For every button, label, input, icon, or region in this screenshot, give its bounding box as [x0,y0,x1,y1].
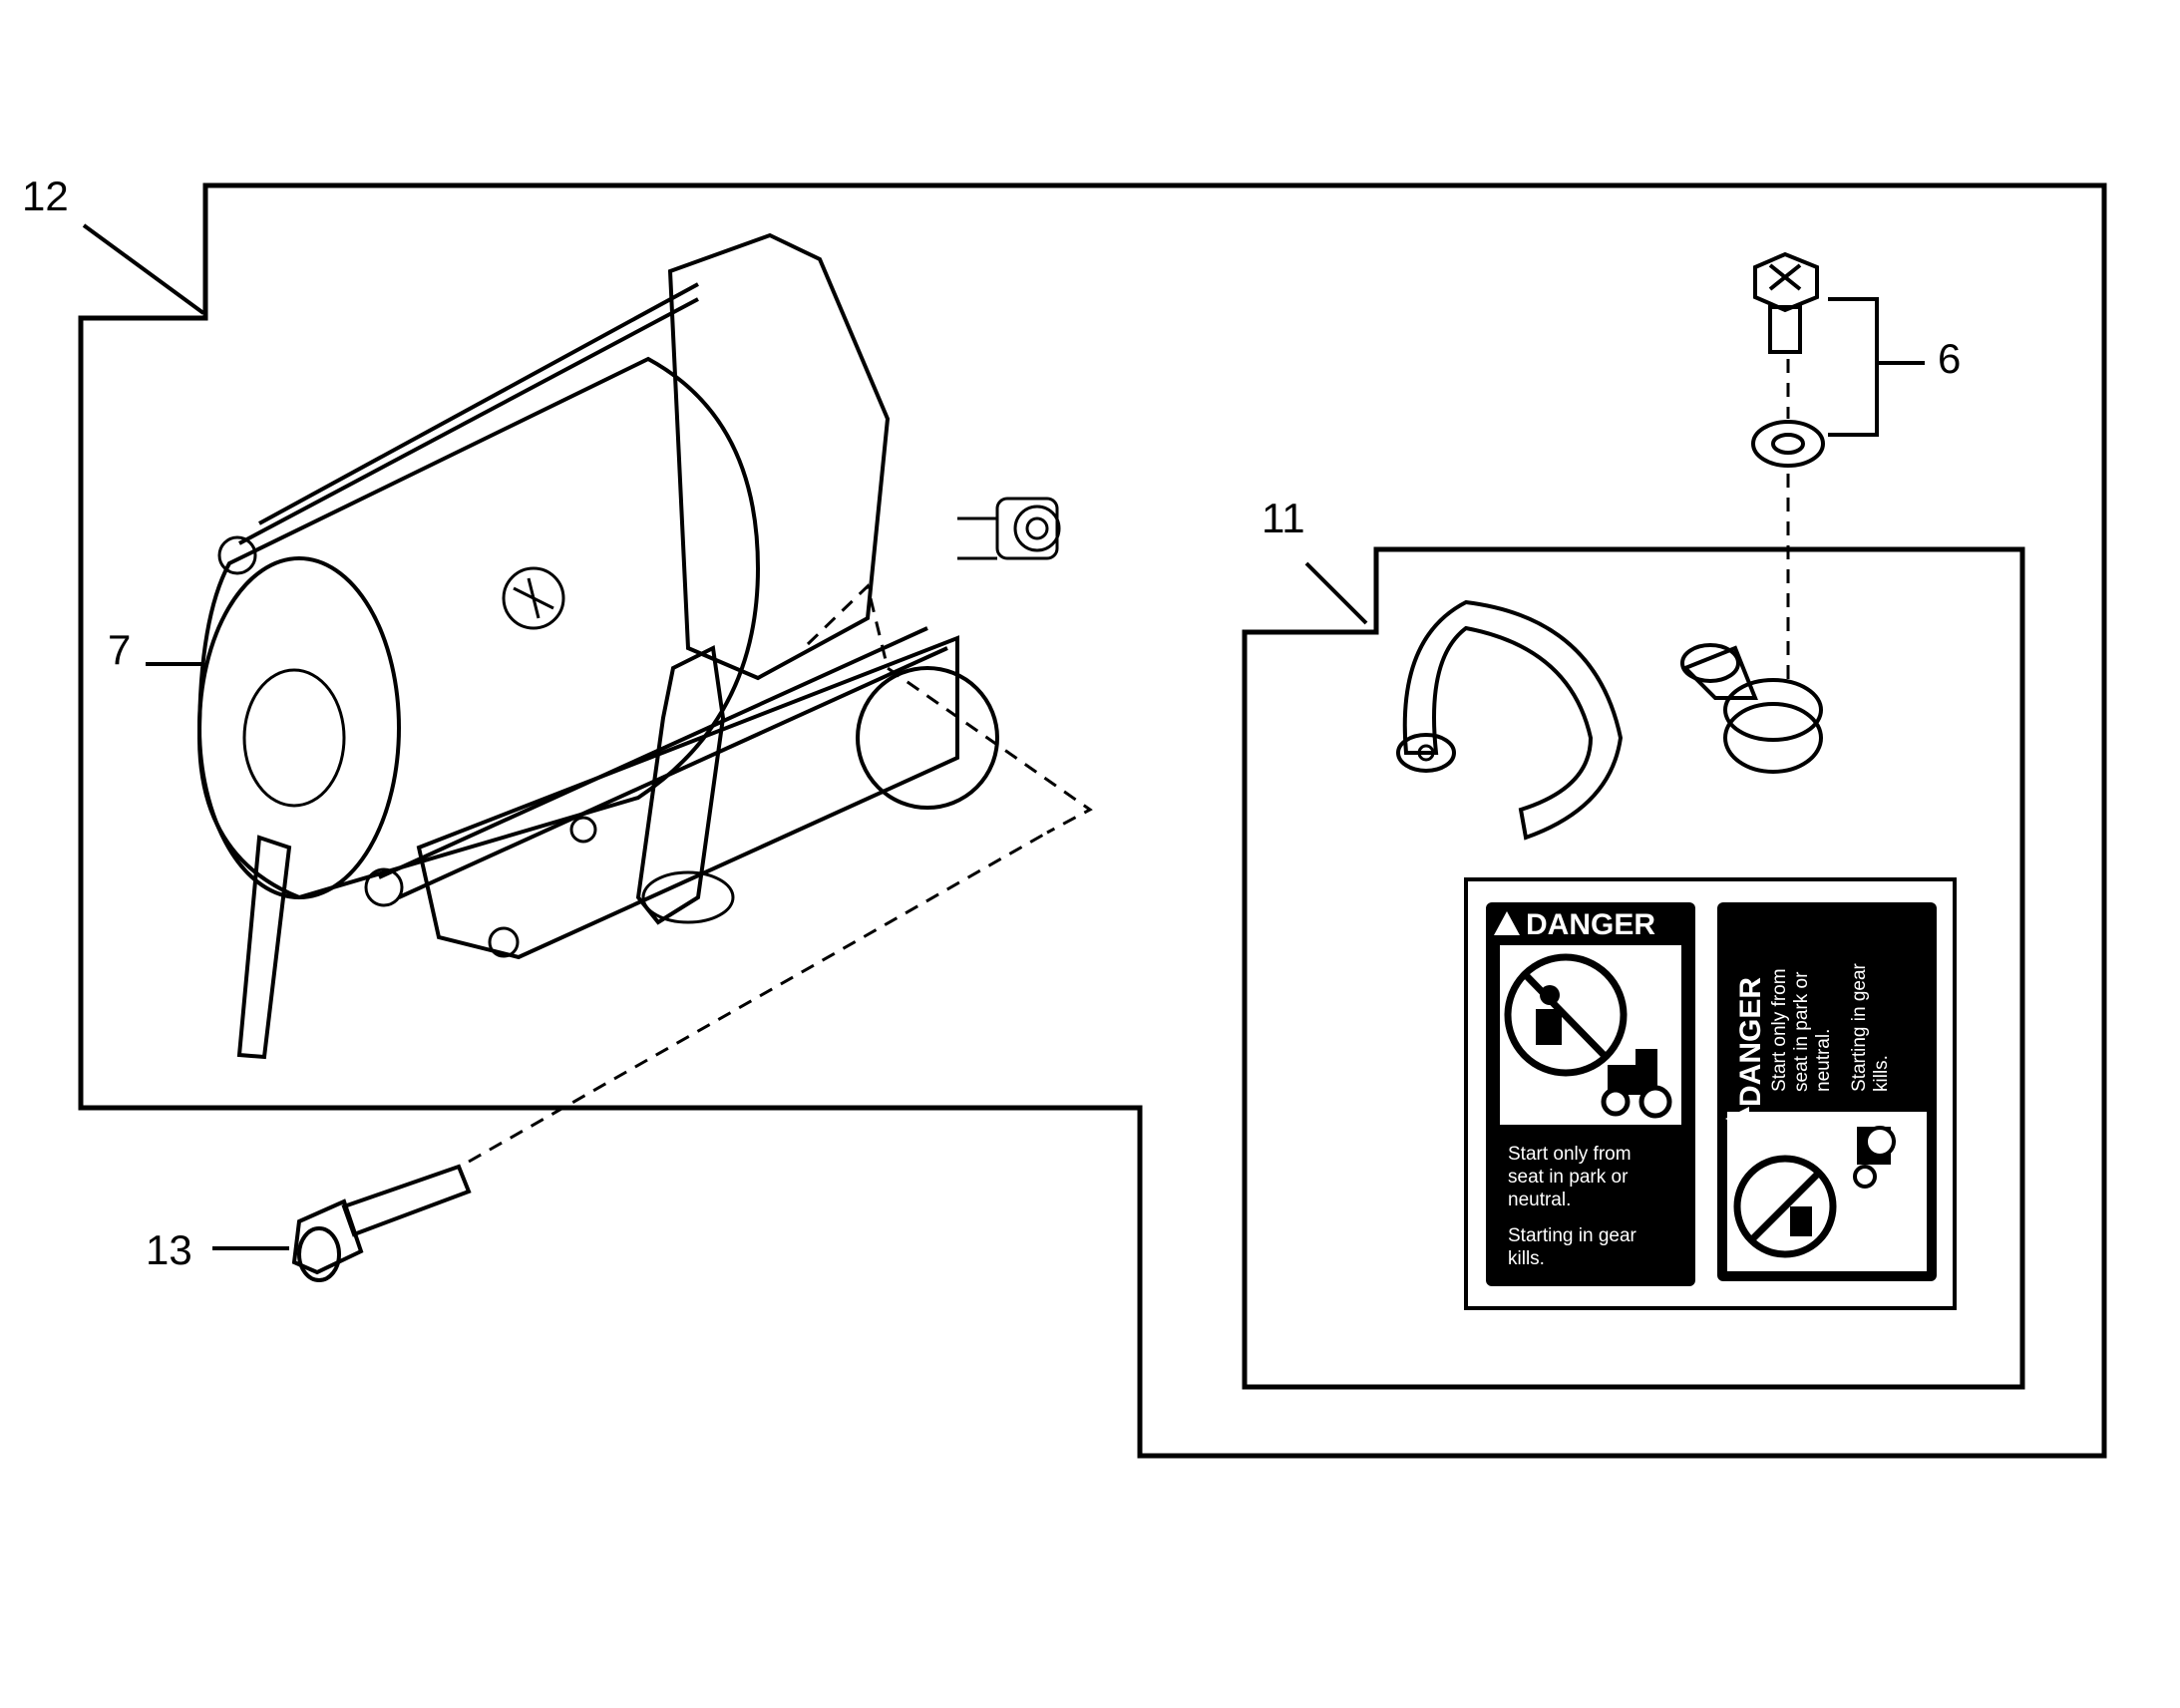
callout-11: 11 [1262,495,1368,625]
tractor-icon [1853,1126,1896,1189]
svg-text:kills.: kills. [1508,1248,1545,1269]
callout-6: 6 [1828,297,1961,437]
assembly-lines [468,359,1790,1164]
decal-right: DANGER Start only from seat in park or n… [1717,902,1937,1281]
svg-text:kills.: kills. [1871,1055,1892,1092]
bolt-icon [1753,251,1819,354]
kit-boundary-11 [1242,546,2025,1390]
svg-text:seat in park or: seat in park or [1508,1167,1629,1188]
svg-text:neutral.: neutral. [1508,1190,1571,1210]
cable-strap-icon [1396,599,1624,841]
svg-text:11: 11 [1262,495,1305,541]
tractor-icon [1601,1049,1672,1119]
svg-text:neutral.: neutral. [1813,1029,1834,1092]
callout-13: 13 [146,1226,289,1273]
decal-left: DANGER Start only from seat in park or n… [1486,902,1695,1286]
no-person-icon [1504,953,1628,1077]
no-person-icon [1733,1155,1837,1258]
svg-text:7: 7 [108,626,131,673]
terminal-boot-icon [1680,643,1823,774]
lock-washer-icon [1751,420,1825,468]
svg-text:6: 6 [1938,335,1961,382]
svg-text:DANGER: DANGER [1734,977,1767,1107]
svg-text:13: 13 [146,1226,192,1273]
kit-boundary-12 [78,182,2107,1459]
svg-text:Start only from: Start only from [1769,968,1790,1092]
svg-text:DANGER: DANGER [1526,908,1655,941]
safety-decal: DANGER Start only from seat in park or n… [1464,877,1957,1310]
svg-text:Starting in gear: Starting in gear [1508,1225,1637,1246]
svg-text:seat in park or: seat in park or [1791,971,1812,1092]
svg-text:12: 12 [22,172,69,219]
callout-12: 12 [22,172,205,315]
svg-text:Start only from: Start only from [1508,1144,1632,1165]
svg-text:Starting in gear: Starting in gear [1849,962,1870,1092]
callout-7: 7 [108,626,203,673]
bolt-icon [291,1164,472,1282]
starter-motor-icon [196,232,1061,1060]
